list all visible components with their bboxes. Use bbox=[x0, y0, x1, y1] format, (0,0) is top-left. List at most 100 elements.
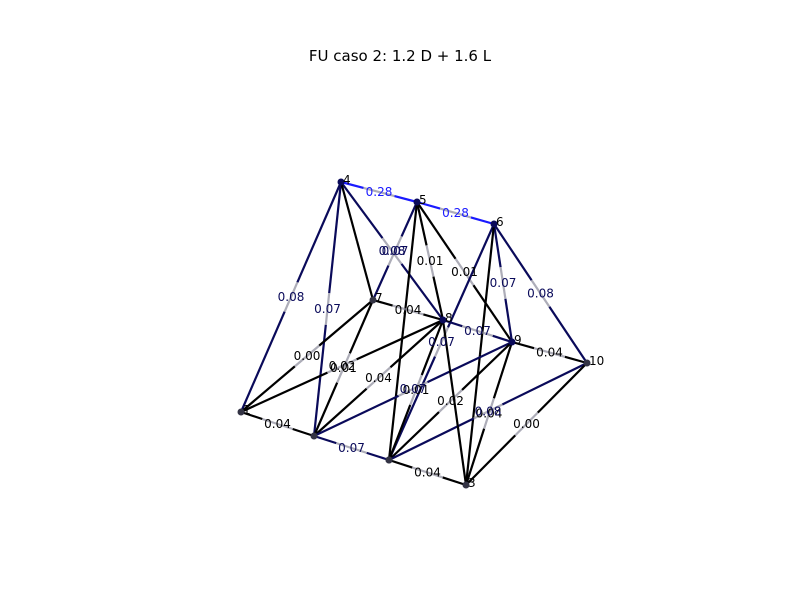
member-5-7-mid bbox=[387, 235, 403, 267]
member-10-12-mid bbox=[514, 411, 539, 437]
member-5-9-a bbox=[416, 201, 457, 260]
node-5 bbox=[413, 198, 421, 206]
member-value-label: 0.04 bbox=[264, 417, 291, 431]
member-4-8-a bbox=[340, 181, 384, 239]
member-8-3-b bbox=[387, 404, 412, 461]
member-4-7-a bbox=[339, 181, 359, 242]
member-8-1-mid bbox=[326, 358, 358, 374]
node-label-6: 6 bbox=[496, 215, 504, 229]
member-value-label: 0.07 bbox=[400, 382, 427, 396]
member-value-label: 0.08 bbox=[278, 290, 305, 304]
member-value-label: 0.07 bbox=[490, 276, 517, 290]
member-8-12-a bbox=[441, 319, 456, 403]
member-6-9-a bbox=[492, 223, 502, 268]
member-9-2-a bbox=[426, 341, 513, 384]
member-4-7-b bbox=[355, 240, 375, 301]
member-3-12-a bbox=[388, 458, 413, 469]
member-value-label: 0.04 bbox=[476, 407, 503, 421]
member-5-8-mid bbox=[425, 245, 435, 277]
member-6-3-a bbox=[446, 223, 496, 328]
member-7-1-b bbox=[240, 365, 296, 413]
member-5-8-a bbox=[415, 201, 428, 246]
member-labels-layer: 0.280.280.080.080.070.070.010.010.070.08… bbox=[264, 185, 563, 480]
member-10-3-mid bbox=[473, 403, 503, 420]
member-9-3-b bbox=[388, 411, 440, 461]
member-6-3-mid bbox=[433, 326, 450, 358]
member-value-label: 0.01 bbox=[403, 383, 430, 397]
member-1-2-b bbox=[292, 427, 315, 438]
member-value-label: 0.07 bbox=[314, 302, 341, 316]
node-1 bbox=[237, 408, 245, 416]
member-6-9-mid bbox=[499, 267, 507, 299]
member-4-1-a bbox=[296, 181, 343, 283]
member-9-2-b bbox=[313, 394, 400, 437]
member-value-label: 0.04 bbox=[395, 303, 422, 317]
node-label-4: 4 bbox=[343, 173, 351, 187]
member-4-8-mid bbox=[381, 237, 403, 265]
node-label-7: 7 bbox=[375, 291, 383, 305]
member-7-2-mid bbox=[336, 352, 351, 384]
member-8-2-mid bbox=[365, 366, 392, 390]
member-8-2-b bbox=[313, 387, 368, 437]
member-value-label: 0.02 bbox=[437, 394, 464, 408]
member-value-label: 0.01 bbox=[417, 254, 444, 268]
member-8-3-mid bbox=[409, 374, 423, 406]
member-value-label: 0.02 bbox=[329, 359, 356, 373]
member-2-3-b bbox=[366, 451, 390, 462]
node-label-1: 1 bbox=[243, 403, 251, 417]
member-9-3-mid bbox=[438, 389, 463, 413]
member-value-label: 0.28 bbox=[442, 206, 469, 220]
member-4-1-mid bbox=[283, 281, 299, 313]
figure-title: FU caso 2: 1.2 D + 1.6 L bbox=[308, 47, 492, 65]
member-7-8-mid bbox=[392, 304, 424, 316]
member-value-label: 0.07 bbox=[428, 335, 455, 349]
node-9 bbox=[508, 338, 516, 346]
member-5-7-a bbox=[400, 201, 419, 237]
member-8-2-a bbox=[389, 319, 444, 369]
member-5-8-b bbox=[432, 276, 445, 321]
member-value-label: 0.08 bbox=[475, 405, 502, 419]
member-10-12-a bbox=[536, 362, 588, 414]
member-value-label: 0.28 bbox=[366, 185, 393, 199]
member-10-3-a bbox=[501, 362, 588, 406]
member-5-6-mid bbox=[439, 207, 472, 219]
member-7-1-a bbox=[318, 299, 374, 347]
member-9-10-a bbox=[511, 340, 535, 350]
member-7-2-a bbox=[348, 299, 375, 354]
member-4-5-b bbox=[394, 195, 418, 204]
member-2-3-mid bbox=[335, 442, 368, 454]
member-5-9-mid bbox=[454, 258, 475, 286]
member-3-12-mid bbox=[411, 466, 444, 479]
member-8-1-a bbox=[356, 318, 444, 361]
members-layer bbox=[239, 180, 588, 487]
member-value-label: 0.01 bbox=[330, 361, 357, 375]
node-4 bbox=[337, 178, 345, 186]
member-value-label: 0.08 bbox=[527, 287, 554, 301]
member-10-3-b bbox=[388, 417, 475, 461]
member-value-label: 0.04 bbox=[414, 466, 441, 480]
member-4-2-mid bbox=[324, 292, 331, 326]
member-5-9-b bbox=[472, 284, 513, 343]
member-9-2-mid bbox=[398, 381, 428, 397]
member-2-3-a bbox=[313, 434, 337, 445]
node-label-9: 9 bbox=[514, 333, 522, 347]
member-value-label: 0.00 bbox=[513, 417, 540, 431]
member-value-label: 0.07 bbox=[464, 324, 491, 338]
node-label-10: 10 bbox=[589, 354, 604, 368]
member-3-12-b bbox=[442, 476, 467, 487]
member-5-6-b bbox=[470, 216, 495, 226]
member-9-12-b bbox=[464, 428, 486, 486]
member-value-label: 0.00 bbox=[294, 349, 321, 363]
member-value-label: 0.04 bbox=[365, 371, 392, 385]
member-9-10-mid bbox=[533, 347, 566, 358]
member-8-1-b bbox=[240, 371, 328, 414]
node-7 bbox=[369, 296, 377, 304]
member-value-label: 0.08 bbox=[379, 244, 406, 258]
node-label-5: 5 bbox=[419, 193, 427, 207]
member-6-9-b bbox=[504, 298, 514, 343]
member-6-10-a bbox=[493, 223, 533, 281]
member-9-10-b bbox=[564, 355, 588, 365]
node-2 bbox=[310, 432, 318, 440]
